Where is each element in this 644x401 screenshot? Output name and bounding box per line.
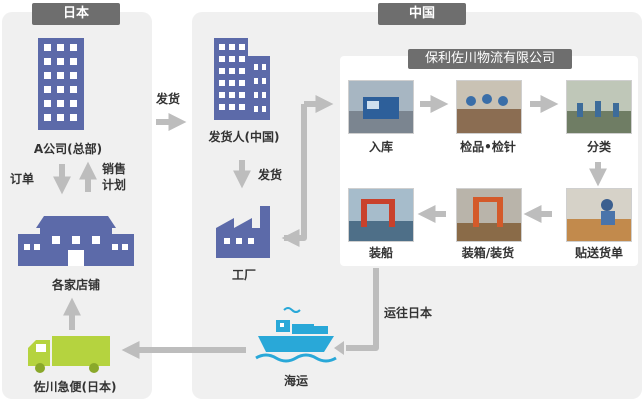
inbound-label: 入库 — [368, 140, 393, 154]
courier-label: 佐川急便(日本) — [33, 380, 117, 394]
shipper-label: 发货人(中国) — [208, 130, 280, 144]
japan-tag: 日本 — [32, 3, 120, 25]
stores-icon — [18, 216, 134, 266]
inspect-label: 检品•检针 — [460, 140, 516, 154]
stores-label: 各家店铺 — [51, 278, 100, 292]
pack-label: 装箱/装货 — [461, 246, 515, 260]
hq-building-icon — [38, 38, 84, 130]
inbound-photo — [348, 80, 414, 134]
cargo-ship-icon — [255, 307, 337, 363]
sales-plan-label-2: 计划 — [102, 178, 127, 192]
label-step-label: 贴送货单 — [574, 246, 623, 260]
order-label: 订单 — [10, 172, 35, 186]
factory-icon — [216, 206, 270, 258]
sea-label: 海运 — [283, 374, 308, 388]
hq-label: A公司(总部) — [33, 142, 103, 156]
load-photo — [348, 188, 414, 242]
ship-top-label: 发货 — [156, 92, 181, 106]
pack-photo — [456, 188, 522, 242]
company-title: 保利佐川物流有限公司 — [408, 49, 572, 69]
to-japan-label: 运往日本 — [384, 306, 433, 320]
sales-plan-label-1: 销售 — [102, 162, 127, 176]
load-label: 装船 — [368, 246, 393, 260]
factory-label: 工厂 — [231, 268, 256, 282]
sort-photo — [566, 80, 632, 134]
ship-down-label: 发货 — [258, 168, 283, 182]
courier-truck-icon — [28, 336, 110, 373]
label-photo — [566, 188, 632, 242]
sort-label: 分类 — [586, 140, 611, 154]
inspect-photo — [456, 80, 522, 134]
arrow-load-to-sea — [346, 268, 379, 351]
shipper-building-icon — [214, 38, 270, 120]
china-tag: 中国 — [378, 3, 466, 25]
arrow-factory-connector-lower — [284, 104, 307, 241]
